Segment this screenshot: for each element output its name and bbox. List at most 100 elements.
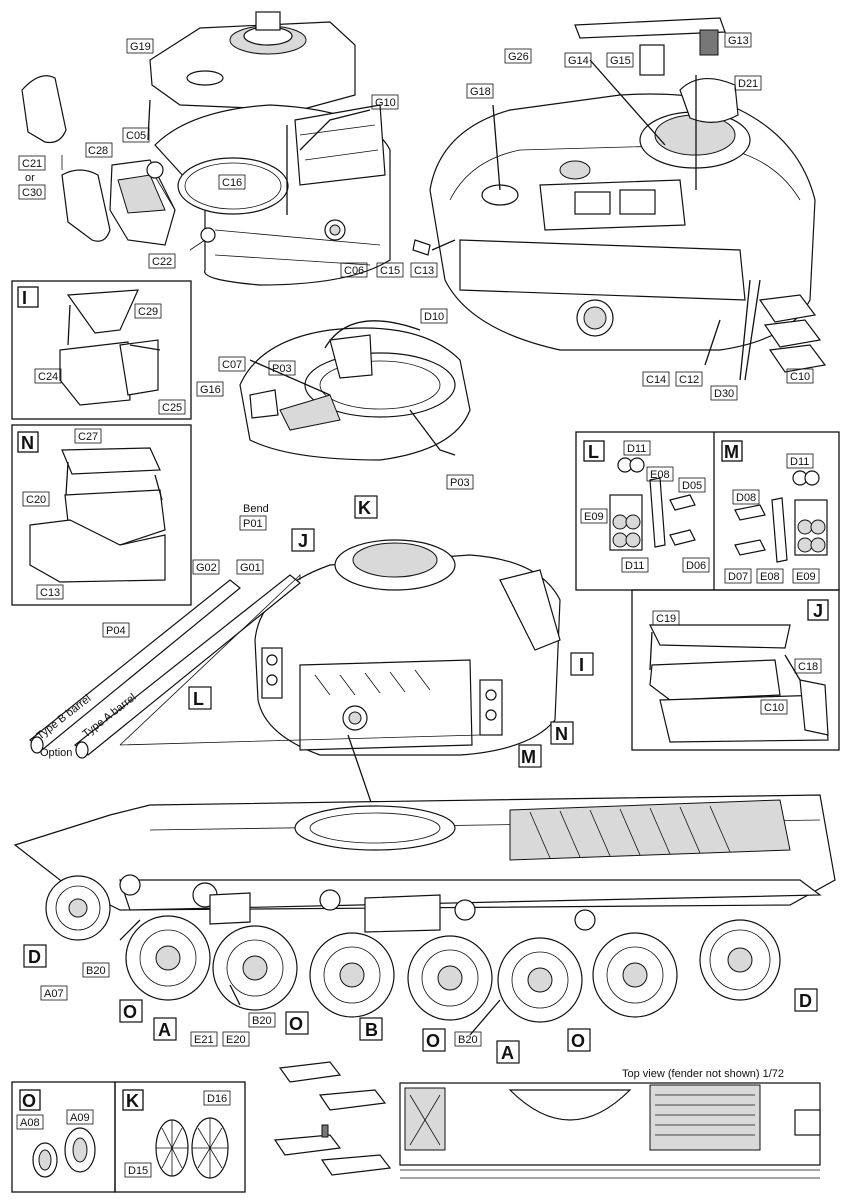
label-c24: C24: [38, 371, 58, 383]
callout-o-1: O: [123, 1002, 137, 1022]
callout-o-2: O: [289, 1014, 303, 1034]
label-d06: D06: [686, 560, 706, 572]
panel-i-drawing: [59, 289, 161, 406]
box-label-j: J: [813, 601, 823, 621]
label-c28: C28: [88, 145, 108, 157]
label-p04: P04: [106, 625, 126, 637]
panel-j-drawing: [649, 624, 829, 743]
turret-assembly-drawing: [29, 539, 561, 833]
label-d11-l1: D11: [627, 443, 646, 455]
label-c10-j: C10: [764, 702, 784, 714]
panel-o-drawing: [32, 1127, 96, 1178]
label-e08-l: E08: [650, 469, 670, 481]
label-a08: A08: [20, 1117, 40, 1129]
callout-k: K: [358, 498, 371, 518]
label-c12: C12: [679, 374, 699, 386]
label-c06: C06: [344, 265, 364, 277]
callout-j: J: [298, 531, 308, 551]
box-label-i: I: [22, 288, 27, 308]
label-c20: C20: [26, 494, 46, 506]
label-a09: A09: [70, 1112, 90, 1124]
callout-d-rear: D: [799, 991, 812, 1011]
label-g26: G26: [508, 51, 529, 63]
label-c13-n: C13: [40, 587, 60, 599]
callout-m: M: [521, 747, 536, 767]
label-a07: A07: [44, 988, 64, 1000]
box-label-o: O: [22, 1091, 36, 1111]
turret-interior-drawing: [21, 11, 391, 286]
label-top-view: Top view (fender not shown) 1/72: [622, 1068, 784, 1080]
label-g10: G10: [375, 97, 396, 109]
label-g16: G16: [200, 384, 221, 396]
label-d08: D08: [736, 492, 756, 504]
label-b20-2: B20: [252, 1015, 272, 1027]
label-c15: C15: [380, 265, 400, 277]
label-c19: C19: [656, 613, 676, 625]
turret-ring-drawing: [239, 320, 471, 461]
label-p01: P01: [243, 518, 263, 530]
label-g15: G15: [610, 55, 631, 67]
box-label-l: L: [588, 442, 599, 462]
label-d05: D05: [682, 480, 702, 492]
label-d21: D21: [738, 78, 758, 90]
label-g02: G02: [196, 562, 217, 574]
callout-a-1: A: [158, 1020, 171, 1040]
callout-n: N: [555, 724, 568, 744]
callout-a-2: A: [501, 1043, 514, 1063]
label-d16: D16: [207, 1093, 227, 1105]
label-e09-m: E09: [796, 571, 816, 583]
callout-i: I: [579, 655, 584, 675]
panel-k-drawing: [155, 1117, 229, 1179]
label-g01: G01: [240, 562, 261, 574]
label-e20: E20: [226, 1034, 246, 1046]
detail-panel-i: [11, 280, 192, 420]
label-bend: Bend: [243, 503, 269, 515]
label-b20-1: B20: [86, 965, 106, 977]
label-d30: D30: [714, 388, 734, 400]
panel-n-drawing: [29, 447, 166, 583]
box-label-k: K: [126, 1091, 139, 1111]
label-c07: C07: [222, 359, 242, 371]
label-box-outlines: [16, 32, 822, 1178]
step-callouts: K J I L N M D D O A O B O A O: [23, 495, 818, 1064]
part-labels: G19 G10 C05 C28 C21 or C30 C16 C22 C06 G…: [20, 35, 818, 1177]
label-p03-b: P03: [450, 477, 470, 489]
label-c29: C29: [138, 306, 158, 318]
label-d15: D15: [128, 1165, 148, 1177]
label-c22: C22: [152, 256, 172, 268]
label-g18: G18: [470, 86, 491, 98]
hull-drawing: [13, 794, 836, 1036]
callout-d-front: D: [28, 947, 41, 967]
label-c18: C18: [798, 661, 818, 673]
road-wheels: [45, 875, 781, 1023]
panel-m-drawing: [734, 470, 828, 563]
turret-exterior-drawing: [412, 17, 827, 381]
label-g13: G13: [728, 35, 749, 47]
label-c27: C27: [78, 431, 98, 443]
detail-panel-n: [11, 424, 192, 606]
label-c14: C14: [646, 374, 666, 386]
label-c25: C25: [162, 402, 182, 414]
label-c10-top: C10: [790, 371, 810, 383]
label-or: or: [25, 172, 35, 184]
track-links-drawing: [273, 1061, 392, 1176]
label-d11-l2: D11: [625, 560, 644, 572]
label-p03-a: P03: [272, 363, 292, 375]
label-c16: C16: [222, 177, 242, 189]
label-g14: G14: [568, 55, 589, 67]
label-b20-3: B20: [458, 1034, 478, 1046]
callout-o-3: O: [426, 1031, 440, 1051]
detail-panel-j: [631, 589, 840, 751]
label-c21: C21: [22, 158, 42, 170]
detail-panel-k: [114, 1081, 246, 1193]
label-d10: D10: [424, 311, 444, 323]
top-view-drawing: [399, 1082, 821, 1179]
box-label-m: M: [724, 442, 739, 462]
label-c30: C30: [22, 187, 42, 199]
label-d11-m: D11: [790, 456, 809, 468]
callout-l: L: [193, 689, 204, 709]
label-e09-l: E09: [584, 511, 604, 523]
box-label-n: N: [21, 433, 34, 453]
label-e21: E21: [194, 1034, 214, 1046]
panel-l-drawing: [609, 457, 696, 551]
